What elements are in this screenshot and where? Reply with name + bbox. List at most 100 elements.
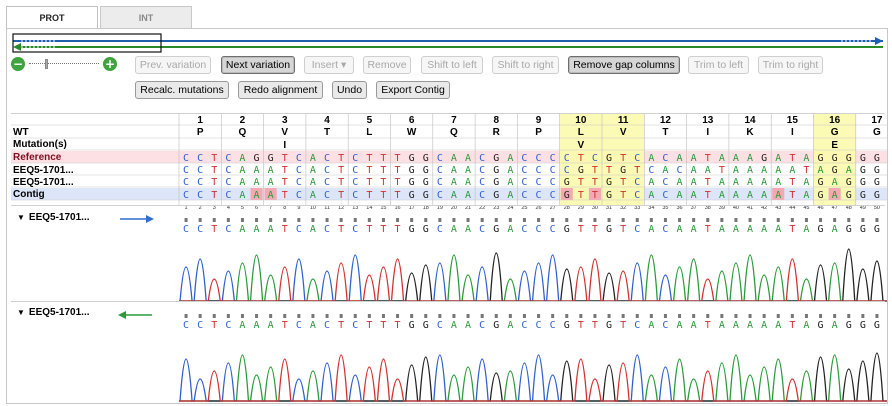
- overview-viewport-box[interactable]: [12, 33, 162, 53]
- zoom-out-icon[interactable]: −: [11, 57, 25, 71]
- read1-base: A: [239, 165, 245, 176]
- zoom-slider[interactable]: [29, 58, 99, 70]
- wt-amino-acid: P: [535, 127, 542, 138]
- reverse-direction-arrow-icon: [118, 311, 152, 319]
- reverse-base: A: [268, 320, 274, 331]
- reference-base: G: [254, 153, 260, 164]
- reference-base: C: [296, 153, 302, 164]
- reverse-quality-bar: [283, 314, 287, 318]
- contig-base: A: [254, 190, 260, 201]
- tab-prot[interactable]: PROT: [6, 6, 98, 28]
- forward-quality-bar: [452, 218, 456, 222]
- trim-right-button[interactable]: Trim to right: [758, 56, 823, 74]
- forward-base: A: [747, 224, 753, 235]
- remove-button[interactable]: Remove: [363, 56, 411, 74]
- reverse-quality-bar: [734, 314, 738, 318]
- forward-base: C: [197, 224, 203, 235]
- codon-number: 1: [197, 115, 203, 126]
- reference-base: A: [775, 153, 781, 164]
- read2-base: A: [733, 177, 739, 188]
- read1-base: A: [310, 165, 316, 176]
- reverse-quality-bar: [833, 314, 837, 318]
- codon-number: 3: [282, 115, 288, 126]
- overview-navigator[interactable]: [11, 33, 885, 53]
- forward-quality-bar: [438, 218, 442, 222]
- reverse-base: C: [634, 320, 640, 331]
- codon-number: 7: [451, 115, 457, 126]
- wt-amino-acid: T: [662, 127, 668, 138]
- forward-base: C: [183, 224, 189, 235]
- zoom-slider-thumb[interactable]: [45, 59, 48, 69]
- read1-base: A: [846, 165, 852, 176]
- forward-base: A: [677, 224, 683, 235]
- forward-quality-bar: [396, 218, 400, 222]
- position-number: 8: [283, 205, 286, 211]
- reverse-quality-bar: [424, 314, 428, 318]
- reverse-base: T: [592, 320, 598, 331]
- shift-left-button[interactable]: Shift to left: [421, 56, 483, 74]
- read1-base: A: [507, 165, 513, 176]
- undo-button[interactable]: Undo: [332, 81, 367, 99]
- read1-base: A: [254, 165, 260, 176]
- reverse-base: C: [183, 320, 189, 331]
- read1-base: G: [578, 165, 584, 176]
- forward-base: T: [338, 224, 344, 235]
- trace-track-label[interactable]: ▼ EEQ5-1701...: [17, 212, 90, 223]
- forward-base: G: [564, 224, 570, 235]
- alignment-viewer[interactable]: 1P2Q3VI4T5L6W7Q8R9P10LV11V12T13I14K15I16…: [7, 29, 887, 404]
- tab-int[interactable]: INT: [100, 6, 192, 28]
- read2-base: C: [437, 177, 443, 188]
- forward-quality-bar: [790, 218, 794, 222]
- contig-mismatch-cell: [560, 188, 573, 200]
- reference-base: T: [705, 153, 711, 164]
- reverse-base: A: [648, 320, 654, 331]
- contig-base: A: [803, 190, 809, 201]
- read1-base: T: [592, 165, 598, 176]
- position-number: 45: [803, 205, 809, 211]
- reference-base: G: [860, 153, 866, 164]
- reference-base: C: [197, 153, 203, 164]
- collapse-triangle-icon[interactable]: ▼: [17, 308, 25, 317]
- remove-gap-columns-button[interactable]: Remove gap columns: [568, 56, 680, 74]
- prev-variation-button[interactable]: Prev. variation: [135, 56, 211, 74]
- position-number: 3: [213, 205, 216, 211]
- insert-dropdown-button[interactable]: Insert ▾: [304, 56, 354, 74]
- reverse-base: C: [550, 320, 556, 331]
- read1-base: T: [395, 165, 401, 176]
- reference-base: A: [733, 153, 739, 164]
- recalc-mutations-button[interactable]: Recalc. mutations: [135, 81, 229, 99]
- read2-base: A: [747, 177, 753, 188]
- contig-base: G: [493, 190, 499, 201]
- contig-base: A: [747, 190, 753, 201]
- contig-base: T: [620, 190, 626, 201]
- redo-alignment-button[interactable]: Redo alignment: [238, 81, 323, 99]
- reference-base: C: [592, 153, 598, 164]
- position-number: 24: [507, 205, 513, 211]
- codon-number: 9: [536, 115, 542, 126]
- read2-base: C: [550, 177, 556, 188]
- wt-amino-acid: L: [578, 127, 584, 138]
- contig-base: T: [338, 190, 344, 201]
- position-number: 18: [423, 205, 429, 211]
- read1-base: G: [620, 165, 626, 176]
- zoom-in-icon[interactable]: +: [103, 57, 117, 71]
- contig-base: A: [239, 190, 245, 201]
- position-number: 43: [775, 205, 781, 211]
- trim-left-button[interactable]: Trim to left: [688, 56, 749, 74]
- export-contig-button[interactable]: Export Contig: [376, 81, 450, 99]
- reverse-base: G: [846, 320, 852, 331]
- reference-base: G: [606, 153, 612, 164]
- next-variation-button[interactable]: Next variation: [221, 56, 295, 74]
- read1-base: A: [268, 165, 274, 176]
- collapse-triangle-icon[interactable]: ▼: [17, 213, 25, 222]
- contig-base: C: [296, 190, 302, 201]
- trace-track-label[interactable]: ▼ EEQ5-1701...: [17, 307, 90, 318]
- reverse-quality-bar: [551, 314, 555, 318]
- mutation-amino-acid: I: [283, 140, 286, 151]
- reverse-base: A: [719, 320, 725, 331]
- forward-base: A: [691, 224, 697, 235]
- forward-quality-bar: [226, 218, 230, 222]
- shift-right-button[interactable]: Shift to right: [492, 56, 559, 74]
- reverse-base: G: [409, 320, 415, 331]
- wt-amino-acid: Q: [239, 127, 247, 138]
